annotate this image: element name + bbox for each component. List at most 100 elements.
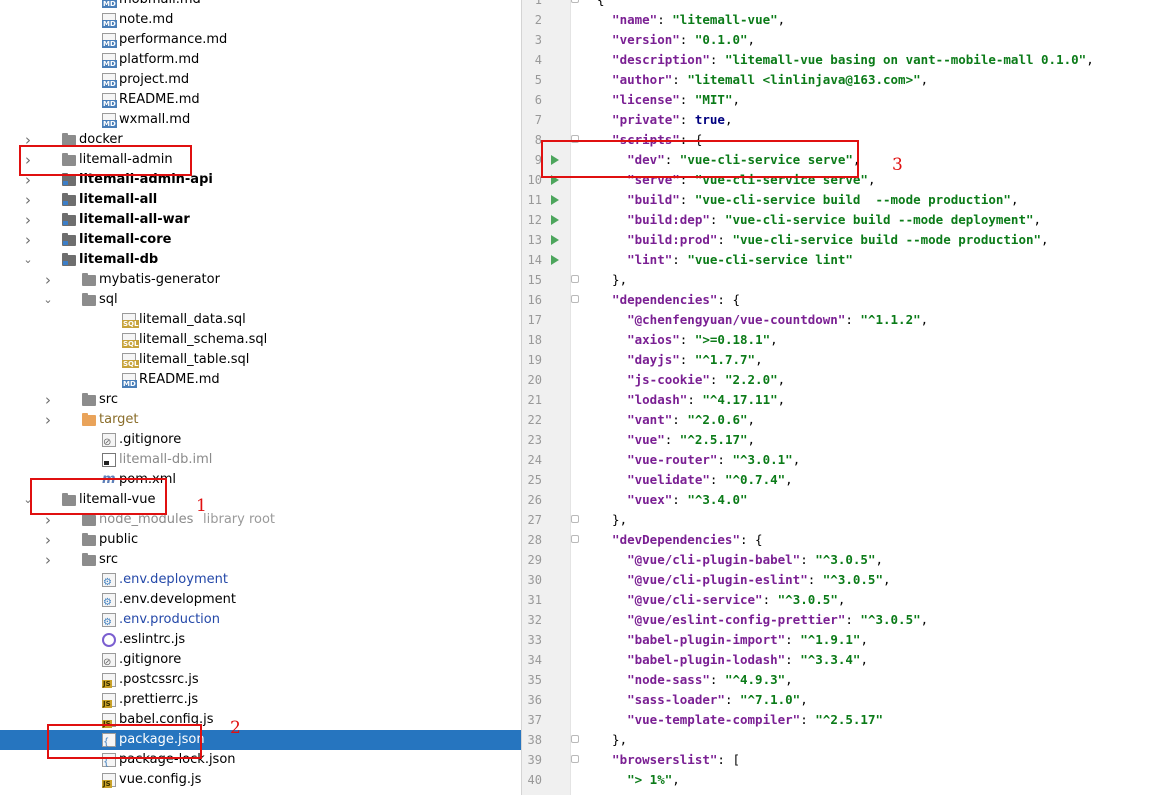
tree-item-litemall-vue[interactable]: ⌄litemall-vue [0,490,521,510]
tree-item-package-json[interactable]: {package.json [0,730,521,750]
code-line[interactable]: 23 "vue": "^2.5.17", [522,430,1152,450]
tree-item-env-deployment[interactable]: ⚙.env.deployment [0,570,521,590]
tree-item-gitignore[interactable]: ⊘.gitignore [0,430,521,450]
code-line[interactable]: 6 "license": "MIT", [522,90,1152,110]
code-line[interactable]: 33 "babel-plugin-import": "^1.9.1", [522,630,1152,650]
code-line[interactable]: 32 "@vue/eslint-config-prettier": "^3.0.… [522,610,1152,630]
tree-item-prettierrc-js[interactable]: JS.prettierrc.js [0,690,521,710]
tree-item-litemall-db-iml[interactable]: litemall-db.iml [0,450,521,470]
code-line[interactable]: 20 "js-cookie": "2.2.0", [522,370,1152,390]
run-script-icon[interactable] [551,215,559,225]
chevron-right-icon[interactable]: › [25,171,31,189]
chevron-right-icon[interactable]: › [25,231,31,249]
tree-item-env-production[interactable]: ⚙.env.production [0,610,521,630]
code-line[interactable]: 4 "description": "litemall-vue basing on… [522,50,1152,70]
chevron-right-icon[interactable]: › [45,411,51,429]
tree-item-gitignore[interactable]: ⊘.gitignore [0,650,521,670]
code-line[interactable]: 40 "> 1%", [522,770,1152,790]
code-line[interactable]: 34 "babel-plugin-lodash": "^3.3.4", [522,650,1152,670]
tree-item-sql[interactable]: ⌄sql [0,290,521,310]
chevron-right-icon[interactable]: › [25,151,31,169]
code-line[interactable]: 12 "build:dep": "vue-cli-service build -… [522,210,1152,230]
code-line[interactable]: 19 "dayjs": "^1.7.7", [522,350,1152,370]
code-line[interactable]: 35 "node-sass": "^4.9.3", [522,670,1152,690]
code-line[interactable]: 15 }, [522,270,1152,290]
chevron-right-icon[interactable]: › [25,131,31,149]
code-line[interactable]: 25 "vuelidate": "^0.7.4", [522,470,1152,490]
tree-item-litemall-core[interactable]: ›litemall-core [0,230,521,250]
tree-item-litemall-db[interactable]: ⌄litemall-db [0,250,521,270]
code-line[interactable]: 17 "@chenfengyuan/vue-countdown": "^1.1.… [522,310,1152,330]
code-line[interactable]: 8 "scripts": { [522,130,1152,150]
editor-panel[interactable]: 1{2 "name": "litemall-vue",3 "version": … [522,0,1152,795]
code-line[interactable]: 3 "version": "0.1.0", [522,30,1152,50]
tree-item-package-lock-json[interactable]: {package-lock.json [0,750,521,770]
code-line[interactable]: 36 "sass-loader": "^7.1.0", [522,690,1152,710]
tree-item-eslintrc-js[interactable]: .eslintrc.js [0,630,521,650]
tree-item-postcssrc-js[interactable]: JS.postcssrc.js [0,670,521,690]
fold-marker-icon[interactable] [571,755,579,763]
chevron-right-icon[interactable]: › [45,531,51,549]
fold-marker-icon[interactable] [571,295,579,303]
chevron-right-icon[interactable]: › [45,271,51,289]
chevron-right-icon[interactable]: › [45,551,51,569]
code-line[interactable]: 26 "vuex": "^3.4.0" [522,490,1152,510]
run-script-icon[interactable] [551,235,559,245]
chevron-right-icon[interactable]: › [45,391,51,409]
run-script-icon[interactable] [551,155,559,165]
chevron-down-icon[interactable]: ⌄ [23,253,33,266]
panel-divider[interactable] [521,0,522,795]
run-script-icon[interactable] [551,195,559,205]
chevron-right-icon[interactable]: › [45,511,51,529]
fold-marker-icon[interactable] [571,515,579,523]
run-script-icon[interactable] [551,175,559,185]
code-line[interactable]: 27 }, [522,510,1152,530]
fold-marker-icon[interactable] [571,535,579,543]
tree-item-litemall-all-war[interactable]: ›litemall-all-war [0,210,521,230]
tree-item-mobmall-md[interactable]: MDmobmall.md [0,0,521,10]
code-line[interactable]: 22 "vant": "^2.0.6", [522,410,1152,430]
code-line[interactable]: 11 "build": "vue-cli-service build --mod… [522,190,1152,210]
code-line[interactable]: 38 }, [522,730,1152,750]
code-line[interactable]: 21 "lodash": "^4.17.11", [522,390,1152,410]
chevron-down-icon[interactable]: ⌄ [43,293,53,306]
code-line[interactable]: 1{ [522,0,1152,10]
code-line[interactable]: 14 "lint": "vue-cli-service lint" [522,250,1152,270]
tree-item-src[interactable]: ›src [0,390,521,410]
chevron-right-icon[interactable]: › [25,211,31,229]
code-line[interactable]: 24 "vue-router": "^3.0.1", [522,450,1152,470]
code-line[interactable]: 16 "dependencies": { [522,290,1152,310]
code-line[interactable]: 30 "@vue/cli-plugin-eslint": "^3.0.5", [522,570,1152,590]
chevron-right-icon[interactable]: › [25,191,31,209]
tree-item-mybatis-generator[interactable]: ›mybatis-generator [0,270,521,290]
tree-item-src[interactable]: ›src [0,550,521,570]
chevron-down-icon[interactable]: ⌄ [23,493,33,506]
code-line[interactable]: 37 "vue-template-compiler": "^2.5.17" [522,710,1152,730]
code-line[interactable]: 39 "browserslist": [ [522,750,1152,770]
fold-marker-icon[interactable] [571,735,579,743]
tree-item-target[interactable]: ›target [0,410,521,430]
tree-item-litemall-all[interactable]: ›litemall-all [0,190,521,210]
code-line[interactable]: 10 "serve": "vue-cli-service serve", [522,170,1152,190]
code-line[interactable]: 5 "author": "litemall <linlinjava@163.co… [522,70,1152,90]
fold-marker-icon[interactable] [571,275,579,283]
code-line[interactable]: 29 "@vue/cli-plugin-babel": "^3.0.5", [522,550,1152,570]
fold-marker-icon[interactable] [571,0,579,3]
code-line[interactable]: 2 "name": "litemall-vue", [522,10,1152,30]
tree-item-docker[interactable]: ›docker [0,130,521,150]
code-line[interactable]: 9 "dev": "vue-cli-service serve", [522,150,1152,170]
tree-item-litemall-admin[interactable]: ›litemall-admin [0,150,521,170]
tree-item-env-development[interactable]: ⚙.env.development [0,590,521,610]
run-script-icon[interactable] [551,255,559,265]
